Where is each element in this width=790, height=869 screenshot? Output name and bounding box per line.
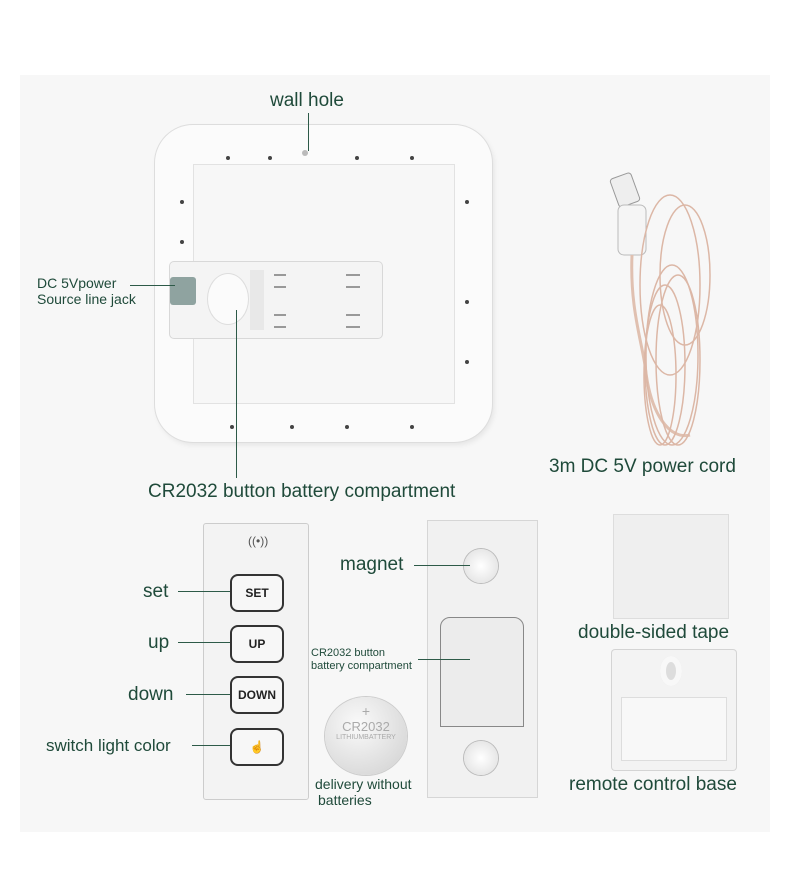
power-cord-image: [609, 172, 711, 446]
up-label: up: [148, 632, 170, 653]
down-label: down: [128, 684, 174, 705]
remote-control: ((•)) SET UP DOWN ☝: [203, 523, 309, 800]
remote-base-label: remote control base: [569, 774, 737, 795]
down-key[interactable]: DOWN: [230, 676, 284, 714]
remote-control-base: [612, 650, 736, 770]
magnet: [464, 741, 498, 775]
wall-hole-mark: [302, 150, 308, 156]
power-cord-label: 3m DC 5V power cord: [549, 456, 736, 477]
control-box: [170, 262, 382, 338]
set-key[interactable]: SET: [230, 574, 284, 612]
wall-hole-label: wall hole: [270, 90, 344, 111]
cr2032-coin-battery: + CR2032 LITHIUMBATTERY: [325, 697, 407, 775]
battery-cover: [440, 617, 524, 727]
magnet-label: magnet: [340, 554, 404, 575]
double-sided-tape: [614, 515, 728, 618]
hand-touch-icon: ☝: [249, 740, 265, 754]
magnet: [464, 549, 498, 583]
tape-label: double-sided tape: [578, 622, 730, 643]
up-key[interactable]: UP: [230, 625, 284, 663]
wireless-icon: ((•)): [248, 534, 269, 548]
dc-jack: [170, 277, 196, 305]
battery-compartment-label: CR2032 button battery compartment: [148, 481, 456, 502]
switch-color-label: switch light color: [46, 736, 171, 755]
color-key[interactable]: ☝: [230, 728, 284, 766]
set-label: set: [143, 581, 169, 602]
